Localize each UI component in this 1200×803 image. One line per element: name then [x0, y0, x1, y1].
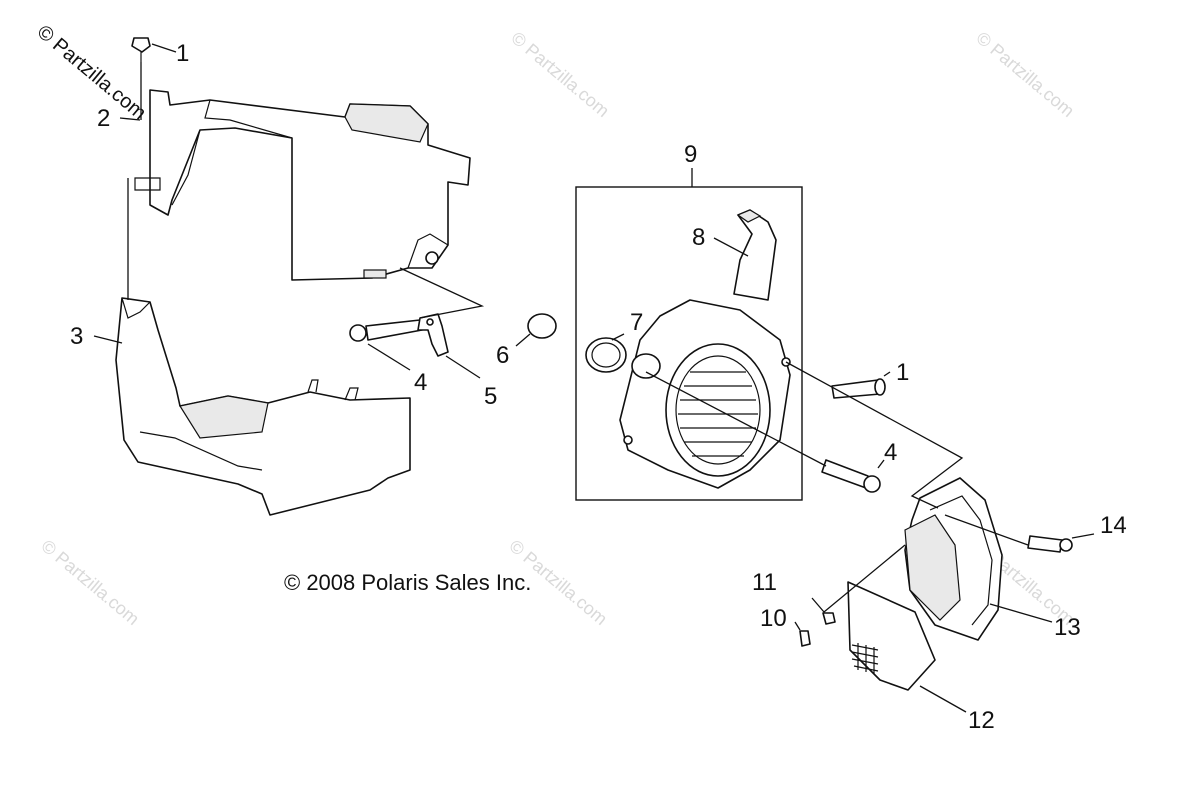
- leader-8: [713, 237, 749, 257]
- leader-13: [989, 603, 1053, 623]
- leader-5: [445, 355, 481, 379]
- leader-12: [919, 685, 967, 713]
- leader-bolt-path: [785, 361, 964, 509]
- callout-1-top: 1: [176, 40, 189, 67]
- screw-14-part: [1027, 535, 1073, 553]
- callout-4-right: 4: [884, 439, 897, 466]
- watermark-bottom-left: © Partzilla.com: [37, 536, 143, 629]
- callout-2: 2: [97, 105, 110, 132]
- callout-13: 13: [1054, 614, 1081, 641]
- leader-frame-left: [399, 267, 485, 319]
- plug-part: [527, 313, 557, 339]
- leader-4-left: [367, 343, 411, 371]
- leader-lines: [93, 43, 1095, 713]
- leader-2: [119, 62, 142, 300]
- lower-shroud-part: [115, 297, 411, 516]
- callout-labels: 1 2 3 4 5 6 7 8 9 1 4 14 11 10 13 12: [70, 40, 1127, 734]
- screw-10-part: [799, 630, 811, 647]
- leader-4-right: [877, 459, 885, 469]
- leader-10: [794, 621, 801, 631]
- bolt-left-part: [349, 319, 423, 342]
- callout-14: 14: [1100, 512, 1127, 539]
- watermark-top-left: © Partzilla.com: [33, 21, 150, 124]
- watermark-top-center: © Partzilla.com: [507, 28, 613, 121]
- callout-12: 12: [968, 707, 995, 734]
- callout-3: 3: [70, 323, 83, 350]
- leader-6: [515, 333, 531, 347]
- upper-shroud-part: [134, 89, 471, 281]
- duct-part: [733, 209, 777, 301]
- assembly-box: [575, 186, 803, 501]
- callout-9: 9: [684, 141, 697, 168]
- leader-3: [93, 335, 123, 344]
- leader-11: [811, 544, 906, 613]
- nut-11-part: [822, 612, 836, 625]
- callout-8: 8: [692, 224, 705, 251]
- outer-cover-part: [904, 477, 1003, 641]
- callout-11: 11: [752, 569, 777, 596]
- screen-part: [847, 581, 936, 691]
- leader-14: [944, 514, 1095, 546]
- fan-housing-part: [619, 299, 791, 489]
- callout-1-right: 1: [896, 359, 909, 386]
- watermark-top-right: © Partzilla.com: [972, 28, 1078, 121]
- callout-7: 7: [630, 309, 643, 336]
- leader-1-top: [151, 43, 177, 53]
- grommet-part: [585, 337, 627, 373]
- screw-right-part: [831, 378, 886, 399]
- clip-part: [417, 313, 449, 357]
- callout-6: 6: [496, 342, 509, 369]
- copyright-notice: © 2008 Polaris Sales Inc.: [284, 570, 531, 595]
- callout-10: 10: [760, 605, 787, 632]
- callout-4-left: 4: [414, 369, 427, 396]
- bolt-right-part: [821, 459, 881, 493]
- bolt-top-part: [131, 37, 151, 62]
- leader-7: [611, 333, 625, 341]
- leader-bolt-path-2: [645, 371, 827, 467]
- leader-1-right: [883, 371, 891, 377]
- callout-5: 5: [484, 383, 497, 410]
